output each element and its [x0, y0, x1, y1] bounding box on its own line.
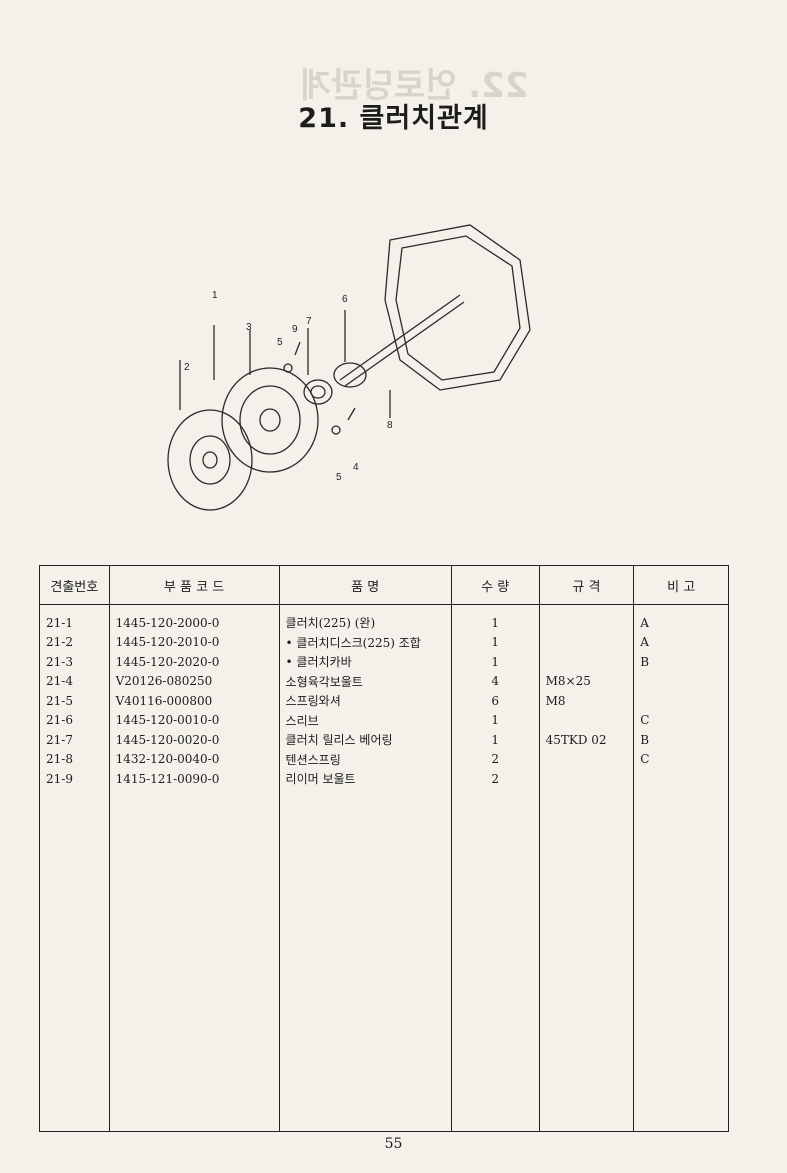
callout-8: 8 [387, 420, 393, 431]
row-code: 1415-121-0090-0 [108, 769, 280, 789]
row-name: • 클러치디스크(225) 조합 [278, 632, 452, 652]
row-code: 1445-120-0020-0 [108, 730, 280, 750]
row-number: 21-4 [39, 671, 110, 691]
parts-table: 견출번호 부 품 코 드 품 명 수 량 규 격 비 고 21-1 1445-1… [39, 565, 729, 1132]
callout-1: 1 [212, 290, 218, 301]
row-qty: 1 [450, 652, 540, 672]
row-note: C [633, 710, 729, 730]
callout-6: 6 [342, 294, 348, 305]
row-spec [538, 749, 635, 769]
row-qty: 1 [450, 730, 540, 750]
clutch-exploded-diagram: 1 2 3 4 5 5 6 7 8 9 [167, 224, 531, 511]
row-code: V40116-000800 [108, 691, 280, 711]
table-row: 21-4 V20126-080250 소형육각보울트 4 M8×25 [39, 671, 729, 691]
row-number: 21-6 [39, 710, 110, 730]
page-number: 55 [384, 1136, 403, 1152]
table-row: 21-1 1445-120-2000-0 클러치(225) (완) 1 A [39, 604, 729, 633]
row-qty: 1 [450, 632, 540, 652]
row-note [633, 671, 729, 691]
row-name: 텐션스프링 [278, 749, 452, 769]
col-part-name: 품 명 [278, 565, 452, 605]
col-quantity: 수 량 [450, 565, 540, 605]
table-row: 21-7 1445-120-0020-0 클러치 릴리스 베어링 1 45TKD… [39, 730, 729, 750]
page-title: 21. 클러치관계 [298, 103, 489, 134]
row-qty: 1 [450, 604, 540, 633]
col-spec: 규 격 [538, 565, 635, 605]
row-qty: 6 [450, 691, 540, 711]
row-spec [538, 710, 635, 730]
callout-9: 9 [292, 324, 298, 335]
row-spec: M8 [538, 691, 635, 711]
callout-5b: 5 [336, 472, 342, 483]
row-note: B [633, 652, 729, 672]
callout-3: 3 [246, 322, 252, 333]
row-number: 21-1 [39, 604, 110, 633]
row-spec: 45TKD 02 [538, 730, 635, 750]
row-note: B [633, 730, 729, 750]
row-code: 1445-120-2000-0 [108, 604, 280, 633]
callout-5a: 5 [277, 337, 283, 348]
row-spec [538, 652, 635, 672]
row-number: 21-3 [39, 652, 110, 672]
row-note: C [633, 749, 729, 769]
row-number: 21-7 [39, 730, 110, 750]
row-number: 21-2 [39, 632, 110, 652]
row-note [633, 691, 729, 711]
row-qty: 1 [450, 710, 540, 730]
row-spec [538, 632, 635, 652]
col-number: 견출번호 [39, 565, 110, 605]
table-row: 21-3 1445-120-2020-0 • 클러치카바 1 B [39, 652, 729, 672]
row-note: A [633, 632, 729, 652]
row-name: 스프링와셔 [278, 691, 452, 711]
row-number: 21-9 [39, 769, 110, 789]
row-name: 클러치(225) (완) [278, 604, 452, 633]
table-row: 21-6 1445-120-0010-0 스리브 1 C [39, 710, 729, 730]
row-name: 클러치 릴리스 베어링 [278, 730, 452, 750]
col-part-code: 부 품 코 드 [108, 565, 280, 605]
table-row: 21-8 1432-120-0040-0 텐션스프링 2 C [39, 749, 729, 769]
row-qty: 4 [450, 671, 540, 691]
row-qty: 2 [450, 769, 540, 789]
col-note: 비 고 [633, 565, 729, 605]
row-code: 1445-120-0010-0 [108, 710, 280, 730]
row-code: 1445-120-2020-0 [108, 652, 280, 672]
row-name: 리이머 보울트 [278, 769, 452, 789]
row-qty: 2 [450, 749, 540, 769]
table-empty-space [39, 788, 729, 1132]
row-spec [538, 769, 635, 789]
row-code: 1432-120-0040-0 [108, 749, 280, 769]
row-note [633, 769, 729, 789]
table-row: 21-9 1415-121-0090-0 리이머 보울트 2 [39, 769, 729, 789]
callout-4: 4 [353, 462, 359, 473]
table-row: 21-2 1445-120-2010-0 • 클러치디스크(225) 조합 1 … [39, 632, 729, 652]
row-number: 21-8 [39, 749, 110, 769]
table-row: 21-5 V40116-000800 스프링와셔 6 M8 [39, 691, 729, 711]
row-name: • 클러치카바 [278, 652, 452, 672]
table-header-row: 견출번호 부 품 코 드 품 명 수 량 규 격 비 고 [39, 565, 729, 605]
row-spec: M8×25 [538, 671, 635, 691]
row-name: 소형육각보울트 [278, 671, 452, 691]
row-code: 1445-120-2010-0 [108, 632, 280, 652]
row-number: 21-5 [39, 691, 110, 711]
row-note: A [633, 604, 729, 633]
callout-7: 7 [306, 316, 312, 327]
row-code: V20126-080250 [108, 671, 280, 691]
callout-2: 2 [184, 362, 190, 373]
row-name: 스리브 [278, 710, 452, 730]
row-spec [538, 604, 635, 633]
